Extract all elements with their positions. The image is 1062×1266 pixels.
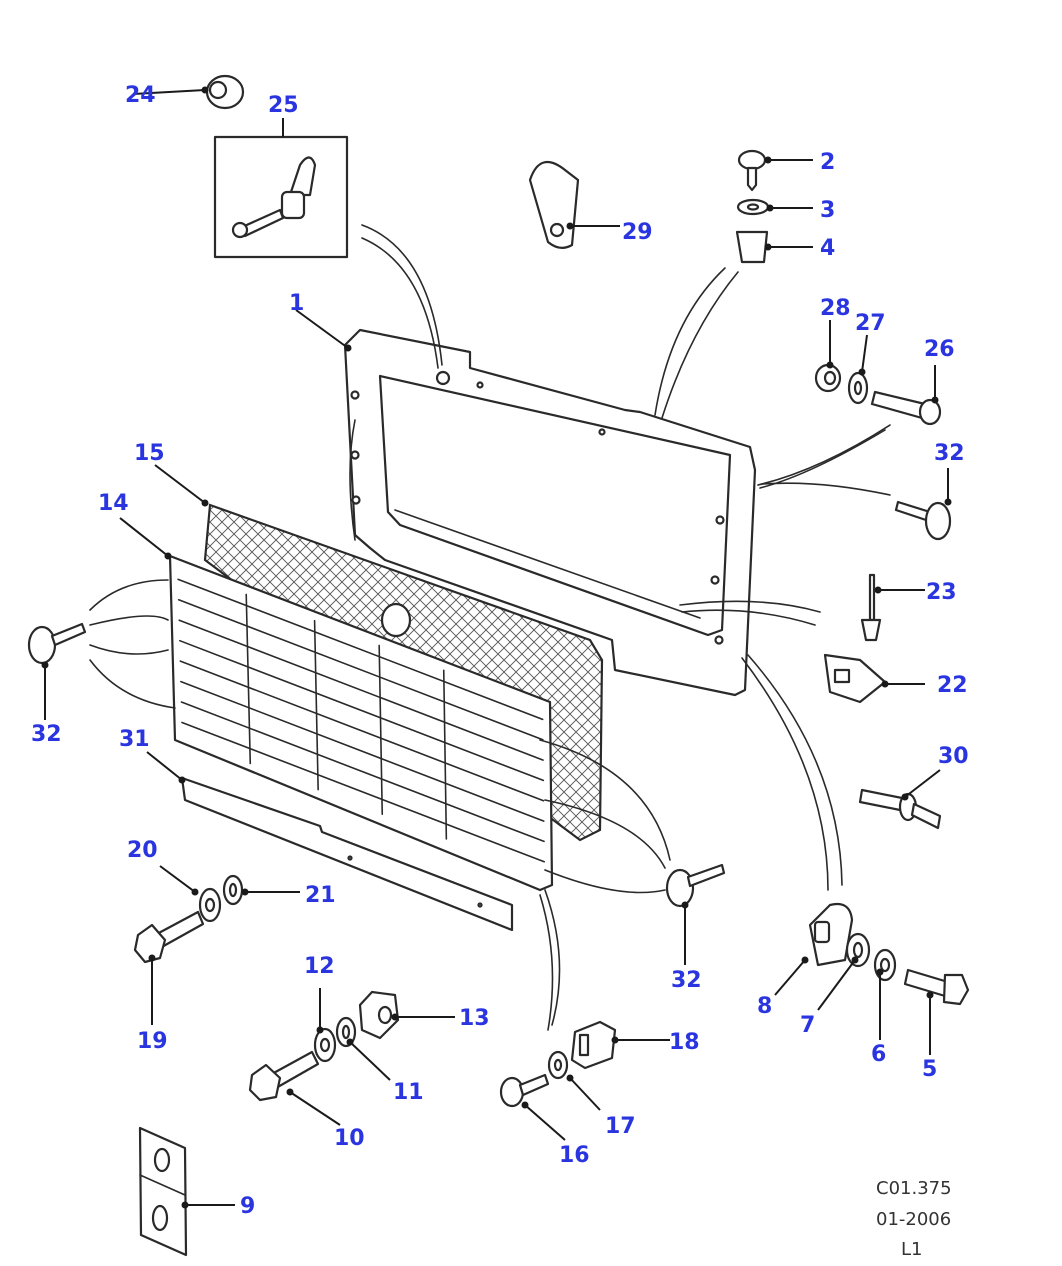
washer-27 bbox=[847, 371, 869, 405]
callout-32-right-lower: 32 bbox=[671, 968, 702, 993]
callout-32-right-upper: 32 bbox=[934, 441, 965, 466]
callout-32-left: 32 bbox=[31, 722, 62, 747]
bonnet-catch-bracket bbox=[528, 160, 580, 249]
callout-23: 23 bbox=[926, 580, 957, 605]
reference-level: L1 bbox=[901, 1239, 922, 1260]
callout-11: 11 bbox=[393, 1080, 424, 1105]
screw-2 bbox=[737, 149, 767, 192]
bolt-26 bbox=[870, 390, 942, 426]
grille-divider bbox=[442, 669, 448, 840]
callout-7: 7 bbox=[800, 1013, 815, 1038]
callout-labels: 1 2 3 4 5 6 7 8 9 10 11 12 13 14 15 16 1… bbox=[31, 83, 969, 1219]
bolt-10 bbox=[248, 1050, 320, 1102]
reference-date: 01-2006 bbox=[876, 1209, 951, 1230]
callout-1: 1 bbox=[289, 291, 304, 316]
callout-2: 2 bbox=[820, 150, 835, 175]
grille-slat bbox=[180, 680, 545, 822]
leader-lines bbox=[41, 86, 952, 1209]
callout-20: 20 bbox=[127, 838, 158, 863]
callout-29: 29 bbox=[622, 220, 653, 245]
callout-19: 19 bbox=[137, 1029, 168, 1054]
callout-10: 10 bbox=[334, 1126, 365, 1151]
lock-kit bbox=[213, 135, 349, 259]
callout-24: 24 bbox=[125, 83, 156, 108]
bolt-5 bbox=[903, 968, 970, 1006]
front-panel-frame bbox=[343, 328, 757, 697]
callout-31: 31 bbox=[119, 727, 150, 752]
nut-28 bbox=[814, 363, 842, 393]
callout-26: 26 bbox=[924, 337, 955, 362]
callout-28: 28 bbox=[820, 296, 851, 321]
blanking-plug bbox=[205, 74, 245, 110]
bolt-19 bbox=[133, 910, 205, 964]
callout-4: 4 bbox=[820, 236, 835, 261]
callout-5: 5 bbox=[922, 1057, 937, 1082]
reference-code: C01.375 bbox=[876, 1178, 952, 1199]
grille-lower-strip bbox=[180, 776, 514, 932]
washer-20 bbox=[198, 887, 222, 923]
callout-16: 16 bbox=[559, 1143, 590, 1168]
grille-slat bbox=[179, 660, 545, 802]
grille-slat bbox=[181, 721, 546, 863]
grille-retainer-left bbox=[27, 622, 87, 665]
callout-14: 14 bbox=[98, 491, 129, 516]
grille-slat bbox=[178, 619, 544, 761]
callout-22: 22 bbox=[937, 673, 968, 698]
callout-17: 17 bbox=[605, 1114, 636, 1139]
callout-13: 13 bbox=[459, 1006, 490, 1031]
grille-retainer-right-upper bbox=[894, 500, 952, 541]
grille-retainer-right-lower bbox=[665, 863, 726, 908]
assembly-guide-lines bbox=[89, 224, 891, 1031]
clip-13 bbox=[358, 990, 400, 1040]
washer-6 bbox=[873, 948, 897, 982]
callout-3: 3 bbox=[820, 198, 835, 223]
clip-nut-4 bbox=[735, 230, 769, 264]
washer-3 bbox=[736, 198, 770, 216]
drawing-reference: C01.375 01-2006 L1 bbox=[876, 1178, 952, 1260]
callout-18: 18 bbox=[669, 1030, 700, 1055]
callout-9: 9 bbox=[240, 1194, 255, 1219]
callout-27: 27 bbox=[855, 311, 886, 336]
callout-6: 6 bbox=[871, 1042, 886, 1067]
rivet-23 bbox=[860, 573, 882, 642]
callout-15: 15 bbox=[134, 441, 165, 466]
grille-slat bbox=[177, 578, 544, 721]
callout-30: 30 bbox=[938, 744, 969, 769]
front-grille bbox=[168, 554, 554, 892]
plate-9 bbox=[138, 1126, 188, 1257]
grille-slat bbox=[178, 639, 545, 782]
callout-8: 8 bbox=[757, 994, 772, 1019]
callout-25: 25 bbox=[268, 93, 299, 118]
grille-divider bbox=[378, 644, 384, 816]
spring-washer-21 bbox=[222, 874, 244, 906]
callout-12: 12 bbox=[304, 954, 335, 979]
grille-divider bbox=[313, 619, 319, 791]
lock-catch-8 bbox=[808, 902, 854, 967]
screw-16 bbox=[499, 1073, 550, 1108]
washer-17 bbox=[547, 1050, 569, 1080]
grille-divider bbox=[245, 593, 252, 765]
callout-21: 21 bbox=[305, 883, 336, 908]
clip-nut-18 bbox=[570, 1020, 617, 1070]
stud-30 bbox=[858, 788, 942, 830]
grille-slat bbox=[180, 701, 545, 843]
washer-12 bbox=[313, 1027, 337, 1063]
grille-slat bbox=[177, 599, 544, 741]
mounting-bracket-22 bbox=[823, 653, 887, 704]
